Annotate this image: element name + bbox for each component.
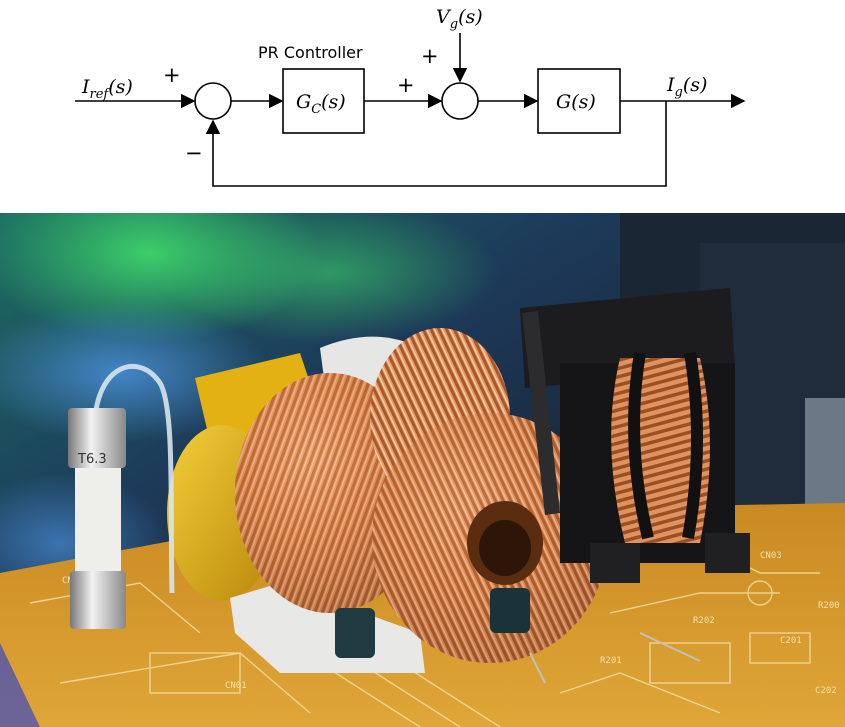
svg-text:C201: C201 <box>780 636 802 646</box>
svg-text:CN01: CN01 <box>225 681 247 691</box>
feedback-path <box>205 101 667 187</box>
sum2-plus-sign-left: + <box>397 73 415 97</box>
emi-filter-photo: CN01 CN02 CN03 R202 R201 C201 R200 C202 … <box>0 213 845 727</box>
common-mode-choke <box>520 288 750 583</box>
summing-junction-2 <box>441 82 479 120</box>
svg-text:R201: R201 <box>600 656 622 666</box>
controller-block-label: GC(s) <box>296 91 346 117</box>
input-signal-label: Iref(s) <box>81 76 133 102</box>
output-signal-label: Ig(s) <box>666 74 707 100</box>
fuse-lead-wire <box>92 364 175 594</box>
core-clip <box>335 608 375 658</box>
sum1-plus-sign: + <box>163 63 181 87</box>
controller-block <box>282 68 365 134</box>
pcb-silkscreen <box>29 542 820 727</box>
svg-text:R200: R200 <box>818 601 840 611</box>
sum2-plus-sign-top: + <box>421 44 439 68</box>
svg-text:R202: R202 <box>693 616 715 626</box>
disturbance-label: Vg(s) <box>436 6 483 32</box>
svg-text:CN03: CN03 <box>760 551 782 561</box>
summing-junction-1 <box>194 82 232 120</box>
fuse-marking: T6.3 <box>77 452 107 467</box>
sum1-minus-sign: − <box>185 141 203 165</box>
plant-block-label: G(s) <box>556 91 596 113</box>
block-diagram: Iref(s) + PR Controller GC(s) + Vg(s) + … <box>75 6 746 187</box>
inductor-base <box>230 583 425 673</box>
controller-title: PR Controller <box>258 43 363 62</box>
glass-fuse: T6.3 <box>68 408 126 629</box>
svg-text:C202: C202 <box>815 686 837 696</box>
